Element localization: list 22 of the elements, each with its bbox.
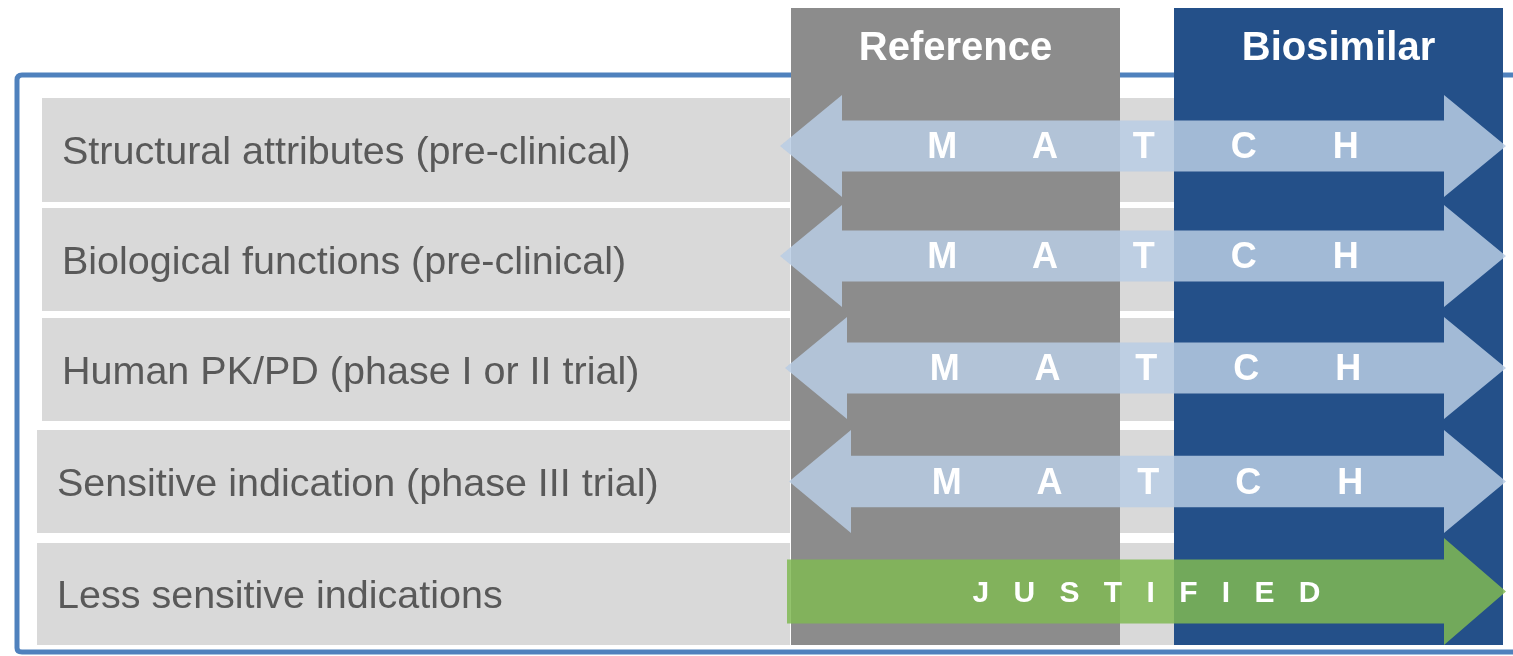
criterion-label: Sensitive indication (phase III trial)	[57, 459, 659, 504]
double-arrow	[789, 430, 1506, 533]
criterion-row	[37, 543, 790, 645]
criterion-label: Human PK/PD (phase I or II trial)	[62, 347, 640, 392]
edge-label: M A T C H	[927, 235, 1359, 277]
double-arrow	[780, 95, 1506, 197]
criterion-label: Less sensitive indications	[57, 571, 503, 617]
arrow	[787, 538, 1506, 645]
criterion-row	[42, 318, 790, 421]
double-arrow	[785, 317, 1506, 419]
double-arrow	[780, 205, 1506, 307]
criterion-row	[42, 98, 790, 202]
edge-label: J U S T I F I E D	[972, 574, 1321, 609]
edge-label: M A T C H	[927, 125, 1359, 167]
column-header: Reference	[857, 24, 1054, 69]
edge-label: M A T C H	[929, 347, 1362, 389]
criterion-row	[37, 430, 790, 533]
column-header: Biosimilar	[1240, 24, 1437, 69]
edge-label: M A T C H	[931, 460, 1364, 503]
criterion-label: Biological functions (pre-clinical)	[62, 237, 627, 282]
criterion-label: Structural attributes (pre-clinical)	[62, 127, 631, 173]
criterion-row	[42, 208, 790, 311]
